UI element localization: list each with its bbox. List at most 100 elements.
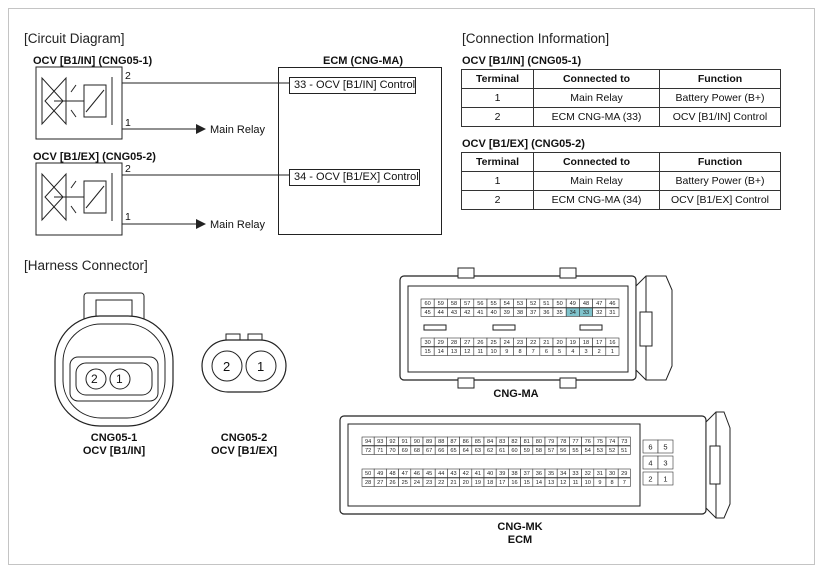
cng05-1-caption: CNG05-1 OCV [B1/IN] xyxy=(82,432,146,457)
connection-info-heading: [Connection Information] xyxy=(462,31,610,46)
cng-ma-pin-label: 31 xyxy=(609,310,615,316)
cng-mk-pin-label: 69 xyxy=(402,448,408,454)
cng-mk-pin-cell xyxy=(617,445,631,455)
cng-ma-pin-label: 57 xyxy=(464,301,470,307)
cng-mk-pin-label: 7 xyxy=(623,480,626,486)
cng-mk-side-pin-label: 1 xyxy=(663,474,667,483)
cng-ma-pin-label: 47 xyxy=(596,301,602,307)
cng-mk-side-pin-label: 6 xyxy=(648,442,652,451)
cng-mk-pin-label: 76 xyxy=(585,439,591,445)
cng-mk-pin-label: 33 xyxy=(572,471,578,477)
cng-mk-pin-label: 42 xyxy=(463,471,469,477)
cng-mk-pin-label: 88 xyxy=(438,439,444,445)
cng-mk-pin-label: 47 xyxy=(402,471,408,477)
harness-connector-heading: [Harness Connector] xyxy=(24,258,148,273)
connection-table-b1-in: Terminal Connected to Function 1 Main Re… xyxy=(461,69,781,127)
cng-ma-pin-label: 44 xyxy=(438,310,444,316)
cng-mk-pin-label: 61 xyxy=(499,448,505,454)
cng-ma-pin-cell xyxy=(605,337,620,347)
cng-mk-pin-label: 40 xyxy=(487,471,493,477)
cng-mk-pin-label: 82 xyxy=(511,439,517,445)
table-row: 2 ECM CNG-MA (33) OCV [B1/IN] Control xyxy=(461,107,781,127)
cng-mk-pin-label: 44 xyxy=(438,471,444,477)
cng-ma-pin-label: 30 xyxy=(424,340,430,346)
cng-mk-pin-label: 48 xyxy=(389,471,395,477)
cng-ma-pin-label: 41 xyxy=(477,310,483,316)
main-relay-label-2: Main Relay xyxy=(210,219,266,231)
cell-connected-to: ECM CNG-MA (34) xyxy=(533,190,660,210)
cng-ma-pin-label: 8 xyxy=(518,349,521,355)
cng-mk-pin-label: 54 xyxy=(585,448,591,454)
cng-mk-pin-label: 90 xyxy=(414,439,420,445)
cng-ma-pin-label: 15 xyxy=(424,349,430,355)
cng-mk-pin-label: 57 xyxy=(548,448,554,454)
cng-ma-pin-label: 34 xyxy=(570,310,576,316)
cng-ma-pin-label: 56 xyxy=(477,301,483,307)
col-terminal: Terminal xyxy=(461,69,534,89)
main-relay-label-1: Main Relay xyxy=(210,124,266,136)
cng-ma-pin-label: 23 xyxy=(517,340,523,346)
cng-mk-pin-label: 24 xyxy=(414,480,420,486)
cng-mk-pin-label: 18 xyxy=(487,480,493,486)
cng-mk-pin-label: 46 xyxy=(414,471,420,477)
cng-mk-pin-label: 34 xyxy=(560,471,566,477)
cng-mk-pin-label: 68 xyxy=(414,448,420,454)
cng-ma-pin-cell xyxy=(605,307,620,317)
cng-ma-pin-label: 3 xyxy=(584,349,587,355)
cng-mk-pin-label: 92 xyxy=(389,439,395,445)
cng-ma-pin-label: 60 xyxy=(424,301,430,307)
cng-mk-pin-label: 67 xyxy=(426,448,432,454)
cell-connected-to: ECM CNG-MA (33) xyxy=(533,107,660,127)
cng-mk-pin-label: 85 xyxy=(475,439,481,445)
cng-mk-pin-label: 74 xyxy=(609,439,615,445)
cng-ma-pin-label: 10 xyxy=(490,349,496,355)
cng-ma-pin-label: 24 xyxy=(504,340,510,346)
cng-ma-pin-label: 32 xyxy=(596,310,602,316)
ocv-b1-in-symbol xyxy=(35,66,123,140)
cng-ma-pin-label: 28 xyxy=(451,340,457,346)
cng-ma-pin-label: 6 xyxy=(545,349,548,355)
cng-ma-pin-label: 20 xyxy=(556,340,562,346)
cng-mk-pin-label: 43 xyxy=(450,471,456,477)
cng-mk-pin-label: 15 xyxy=(524,480,530,486)
cng-ma-pin-label: 7 xyxy=(532,349,535,355)
cng-ma-pin-label: 13 xyxy=(451,349,457,355)
cng-mk-side-pin-label: 5 xyxy=(663,442,667,451)
cng-mk-side-pin-cell xyxy=(657,471,674,486)
ocv-b1-in-label: OCV [B1/IN] (CNG05-1) xyxy=(33,55,153,67)
cng-mk-pin-label: 50 xyxy=(365,471,371,477)
cng-ma-pin-label: 36 xyxy=(543,310,549,316)
cng-ma-pin-label: 19 xyxy=(570,340,576,346)
cng-mk-pin-label: 63 xyxy=(475,448,481,454)
cng-mk-pin-label: 94 xyxy=(365,439,371,445)
cell-connected-to: Main Relay xyxy=(533,171,660,191)
cng-mk-pin-label: 89 xyxy=(426,439,432,445)
cng-mk-pin-label: 81 xyxy=(524,439,530,445)
cng-ma-caption: CNG-MA xyxy=(493,388,539,400)
cng-mk-pin-label: 59 xyxy=(524,448,530,454)
cng-mk-pin-cell xyxy=(617,477,631,487)
cng-ma-pin-label: 5 xyxy=(558,349,561,355)
cng-ma-pin-label: 16 xyxy=(609,340,615,346)
cng-mk-pin-label: 13 xyxy=(548,480,554,486)
cng-ma-pin-label: 21 xyxy=(543,340,549,346)
cng-mk-pin-label: 83 xyxy=(499,439,505,445)
cng-mk-pin-label: 55 xyxy=(572,448,578,454)
cng05-2-pin-2: 2 xyxy=(223,359,231,374)
cng-ma-pin-label: 2 xyxy=(598,349,601,355)
cng-mk-pin-label: 23 xyxy=(426,480,432,486)
cng-mk-side-pin-label: 2 xyxy=(648,474,652,483)
cng-ma-pin-label: 53 xyxy=(517,301,523,307)
cng-mk-pin-label: 8 xyxy=(611,480,614,486)
cng-ma-pin-label: 59 xyxy=(438,301,444,307)
cng-ma-pin-label: 22 xyxy=(530,340,536,346)
cng-ma-pin-label: 54 xyxy=(504,301,510,307)
cng-mk-pin-label: 37 xyxy=(524,471,530,477)
cng-mk-pin-label: 10 xyxy=(585,480,591,486)
cell-function: Battery Power (B+) xyxy=(659,171,781,191)
cng-ma-pin-label: 45 xyxy=(424,310,430,316)
cng-ma-pin-cell xyxy=(605,346,620,356)
